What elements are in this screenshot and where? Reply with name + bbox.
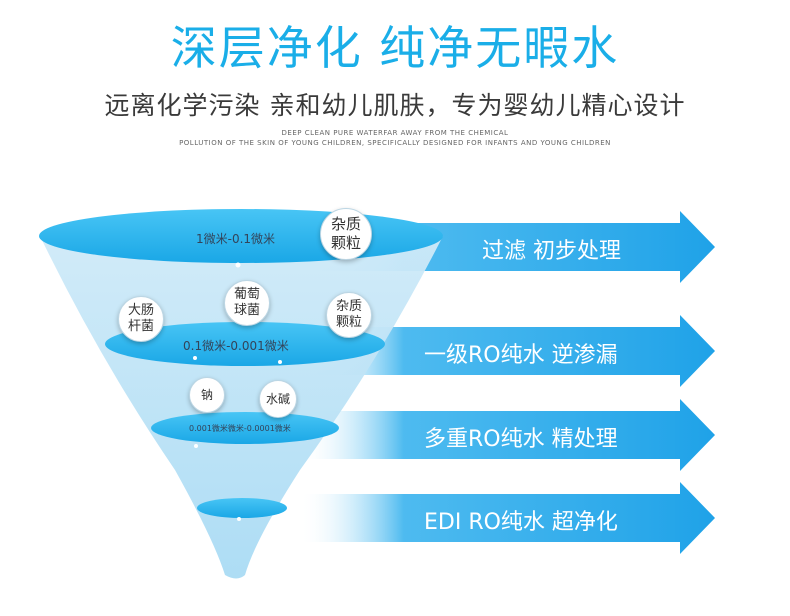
particle-dot [235,262,241,268]
bubble-alkali: 水碱 [259,380,297,418]
particle-dot [278,360,282,364]
layer-3-range: 0.001微米微米-0.0001微米 [189,424,291,433]
bubble-impurities-top: 杂质 颗粒 [320,208,372,260]
stage-3-label: 多重RO纯水 精处理 [424,427,618,452]
stage-4-label: EDI RO纯水 超净化 [424,510,618,535]
particle-dot [237,517,241,521]
stage-2-label: 一级RO纯水 逆渗漏 [424,343,618,368]
bubble-sodium: 钠 [189,377,225,413]
particle-dot [193,356,197,360]
layer-2-range: 0.1微米-0.001微米 [183,339,289,353]
stage-arrow-3 [300,399,715,471]
page-title: 深层净化 纯净无暇水 [170,21,620,75]
bubble-staphylococcus: 葡萄 球菌 [224,280,270,326]
bubble-impurities-mid: 杂质 颗粒 [326,292,372,338]
layer-1-range: 1微米-0.1微米 [196,232,276,246]
page-subtitle: 远离化学污染 亲和幼儿肌肤，专为婴幼儿精心设计 [104,91,686,120]
english-tagline-2: POLLUTION OF THE SKIN OF YOUNG CHILDREN,… [179,139,611,147]
filter-disc-3 [151,412,339,444]
stage-arrow-4 [300,482,715,554]
filter-disc-2 [105,322,385,366]
english-tagline-1: DEEP CLEAN PURE WATERFAR AWAY FROM THE C… [281,129,509,137]
particle-dot [194,444,198,448]
filter-disc-4 [197,498,287,518]
stage-arrow-2 [300,315,715,387]
bubble-e-coli: 大肠 杆菌 [118,296,164,342]
stage-1-label: 过滤 初步处理 [482,239,621,264]
